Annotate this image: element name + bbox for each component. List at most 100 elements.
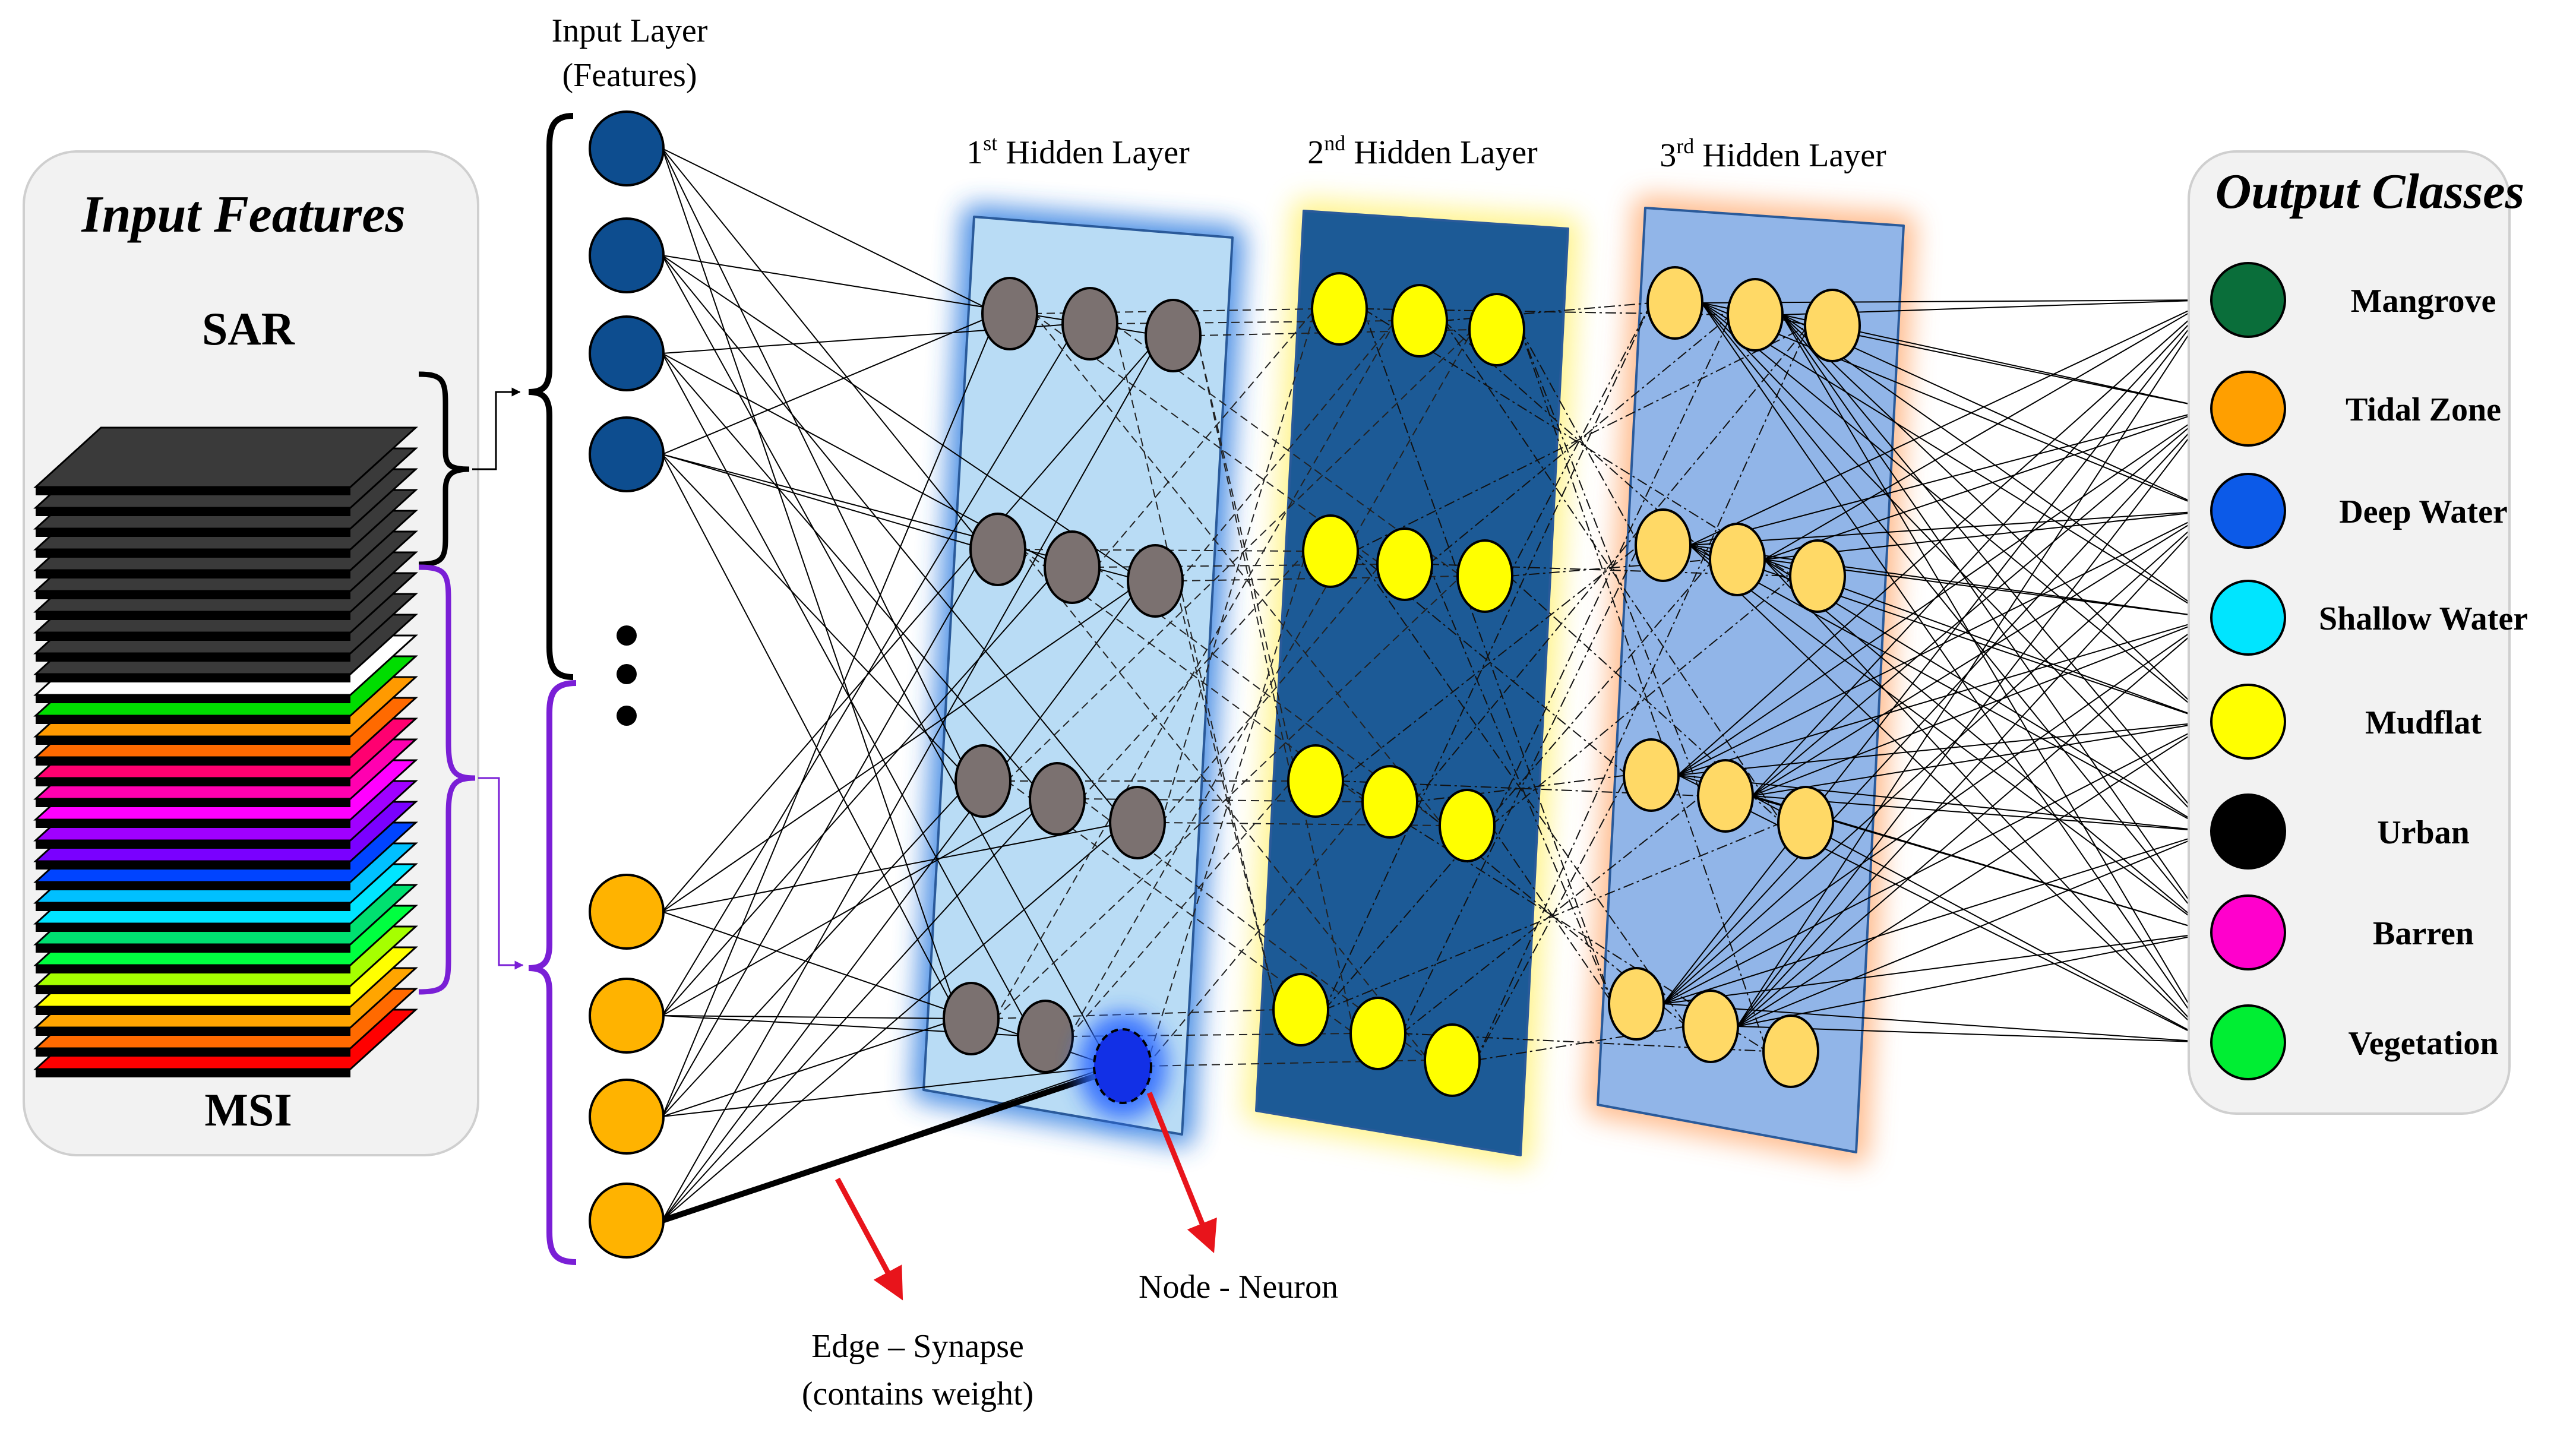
- synapse-edge: [1752, 721, 2212, 796]
- synapse-edge: [1677, 617, 2212, 776]
- synapse-edge: [1752, 299, 2212, 796]
- msi-layer-edge: [36, 986, 350, 994]
- synapse-edge: [994, 576, 1462, 1019]
- ellipsis-dot: [617, 706, 637, 726]
- msi-layer-edge: [36, 861, 350, 870]
- synapse-edge: [1490, 314, 1732, 826]
- synapse-edge: [1662, 932, 2212, 1004]
- synapse-edge: [662, 255, 1111, 1067]
- sar-input-node: [589, 110, 665, 186]
- synapse-edge: [1737, 932, 2212, 1027]
- synapse-edge: [1021, 549, 1307, 552]
- synapse-edge: [1737, 721, 2212, 1027]
- sar-label: SAR: [202, 303, 296, 355]
- output-classes-title: Output Classes: [2215, 164, 2525, 219]
- synapse-edge: [1490, 576, 1794, 826]
- synapse-edge: [1428, 564, 1613, 1004]
- synapse-edge: [1069, 780, 1292, 1037]
- synapse-edge: [1508, 302, 1652, 577]
- input-layer-title-line2: (Features): [562, 57, 697, 94]
- synapse-edge: [1196, 335, 1292, 782]
- sar-brace: [418, 371, 470, 567]
- hidden-layer-1-neuron: [1044, 530, 1101, 604]
- msi-input-node: [589, 978, 665, 1054]
- synapse-edge: [662, 454, 960, 1019]
- hidden-layer-3-neuron: [1762, 1014, 1819, 1088]
- hidden-layer-1-neuron: [969, 513, 1026, 586]
- hidden-layer-3-neuron: [1623, 738, 1680, 812]
- synapse-edge: [1363, 308, 1794, 577]
- synapse-edge: [662, 798, 1046, 1221]
- stack-braces: [418, 371, 524, 995]
- synapse-edge: [662, 148, 998, 314]
- synapse-edge: [1752, 510, 2212, 796]
- hidden-layer-3-neuron: [1697, 759, 1754, 833]
- synapse-edge: [1752, 408, 2212, 796]
- sar-layer-edge: [36, 653, 350, 662]
- synapse-edge: [1781, 314, 2212, 933]
- synapse-edge: [1401, 545, 1640, 1034]
- hidden-layer-2-neuron: [1439, 789, 1496, 862]
- hidden-layer-3-neuron: [1804, 289, 1861, 362]
- output-node-deep-water: [2210, 473, 2286, 549]
- input-features-title: Input Features: [81, 186, 405, 244]
- msi-layer-edge: [36, 965, 350, 973]
- node-annotation-arrow: [1146, 1092, 1217, 1254]
- highlighted-synapse-edge: [661, 1066, 1118, 1223]
- synapse-edge: [1701, 302, 2212, 618]
- synapse-edge: [662, 335, 1162, 912]
- msi-layer-edge: [36, 882, 350, 890]
- hidden-layer-2-neuron: [1302, 514, 1359, 588]
- synapse-edge: [1520, 329, 1768, 1052]
- sar-layer-edge: [36, 487, 350, 495]
- output-node-barren: [2210, 894, 2286, 970]
- synapse-edge: [1689, 545, 2212, 832]
- synapse-edge: [1006, 329, 1474, 782]
- output-node-tidal-zone: [2210, 371, 2286, 447]
- synapse-edge: [1475, 774, 1628, 1061]
- synapse-edge: [662, 1066, 1111, 1117]
- synapse-edge: [1339, 545, 1640, 782]
- synapse-edge: [1324, 822, 1782, 1010]
- msi-input-node: [589, 874, 665, 950]
- sar-layer-edge: [36, 529, 350, 537]
- synapse-edge: [1689, 408, 2212, 546]
- synapse-edge: [1428, 314, 1732, 565]
- msi-layer-edge: [36, 778, 350, 786]
- feature-layer-stack: [33, 426, 418, 1077]
- synapse-edge: [662, 313, 998, 455]
- hidden-layer-2-neuron: [1287, 744, 1344, 818]
- hidden-layer-3-panel: [1597, 207, 1905, 1153]
- synapse-edge: [662, 454, 972, 782]
- synapse-edge: [1701, 299, 2212, 303]
- synapse-edge: [1677, 408, 2212, 776]
- synapse-edge: [662, 148, 987, 550]
- synapse-edge: [662, 567, 1061, 1016]
- synapse-edge: [662, 580, 1144, 1221]
- output-label-vegetation: Vegetation: [2348, 1025, 2498, 1062]
- synapse-edge: [662, 822, 1126, 1221]
- annotations: Edge – Synapse (contains weight) Node - …: [802, 1092, 1338, 1412]
- hidden-layer-3-neuron: [1727, 278, 1784, 352]
- sar-input-node: [589, 315, 665, 391]
- synapse-edge: [1763, 559, 2212, 832]
- input-layer-title-line1: Input Layer: [552, 12, 708, 49]
- synapse-edge: [1080, 551, 1307, 799]
- hidden-layer-2-neuron: [1468, 293, 1525, 366]
- ellipsis-dots: [617, 625, 637, 726]
- hidden-layer-3-neuron: [1789, 539, 1846, 613]
- hidden-layer-1-neuron: [1127, 544, 1184, 618]
- synapse-edge: [662, 580, 1144, 912]
- synapse-edge: [1662, 721, 2212, 1004]
- msi-layer-edge: [36, 1007, 350, 1015]
- synapse-edge: [1737, 831, 2212, 1027]
- synapse-edge: [1763, 299, 2212, 560]
- synapse-edge: [1763, 559, 2212, 1043]
- msi-layer-edge: [36, 1048, 350, 1057]
- synapse-edge: [1763, 408, 2212, 560]
- node-annotation-label: Node - Neuron: [1139, 1269, 1338, 1305]
- hidden-layer-1-neuron: [1109, 786, 1166, 859]
- synapse-edge: [662, 549, 987, 1117]
